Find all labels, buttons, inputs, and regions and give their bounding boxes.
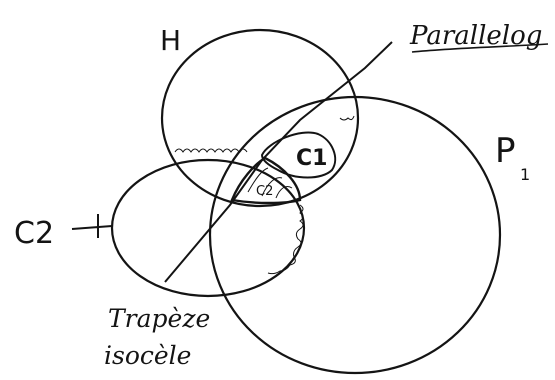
region-c2-inner <box>230 156 302 205</box>
parallelog-underline <box>411 43 549 53</box>
label-h: H <box>160 24 181 57</box>
shading-h-p1 <box>339 115 355 121</box>
label-p1: P <box>495 131 516 171</box>
region-c1 <box>260 131 337 179</box>
circle-p1 <box>208 95 502 375</box>
shading-h-c2 <box>174 148 248 153</box>
label-isocele: isocèle <box>104 341 191 370</box>
label-trapeze: Trapèze <box>108 304 210 333</box>
shading-c2-p1 <box>267 204 304 275</box>
label-c2: C2 <box>14 216 54 251</box>
label-p1-subscript: 1 <box>520 165 530 184</box>
circle-h <box>160 28 360 208</box>
label-parallelog: Parallelog <box>409 21 542 51</box>
region-c2-inner-shade <box>247 167 293 199</box>
c2-pointer-tick <box>71 214 113 238</box>
label-c1: C1 <box>296 146 327 171</box>
circle-c2 <box>110 158 306 298</box>
parallelogram-line <box>164 41 393 283</box>
label-c2-inner: C2 <box>256 184 273 199</box>
